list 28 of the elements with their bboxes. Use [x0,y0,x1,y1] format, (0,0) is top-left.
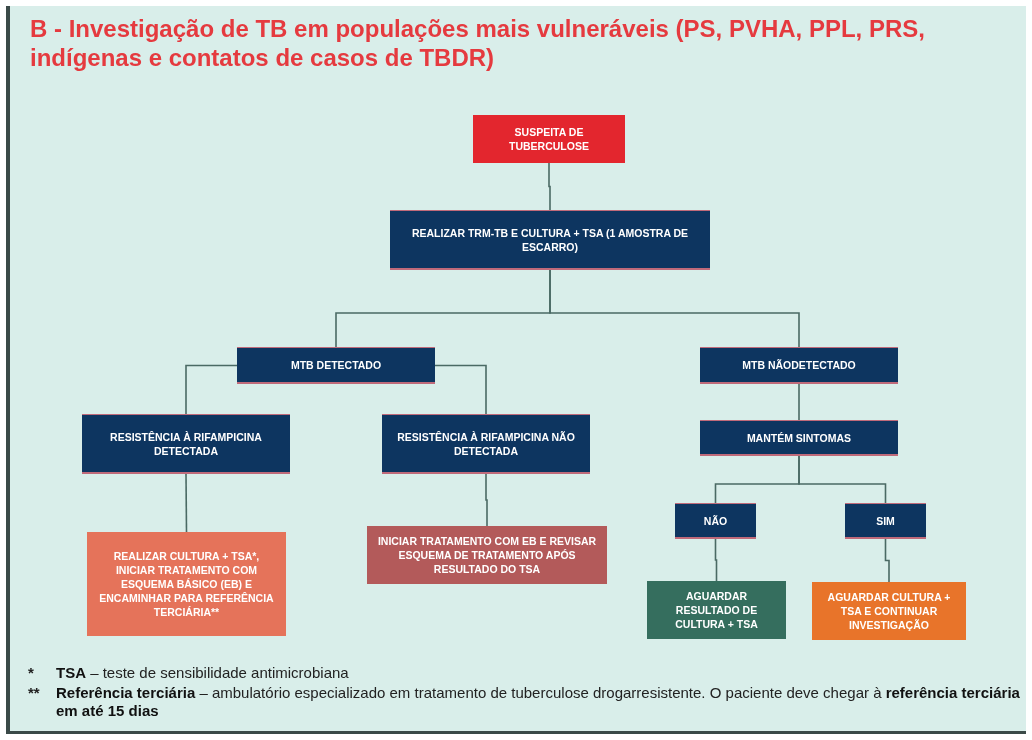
connector-line [434,364,487,415]
connector-line [714,538,718,582]
process-box: REALIZAR TRM-TB E CULTURA + TSA (1 AMOSTRA DE ESCARRO) [390,210,710,270]
footnote-marker: ** [28,684,41,702]
process-box: RESISTÊNCIA À RIFAMPICINA NÃO DETECTADA [382,414,590,474]
connector-line [485,473,488,527]
footnote: Referência terciária – ambulatório especializado em tratamento de tuberculose drogarresistente. O paciente deve chegar à referência terciária em até 15 dias [56,684,1021,720]
connector-line [185,473,188,533]
connector-line [549,269,800,348]
process-box: MANTÉM SINTOMAS [700,420,898,456]
footnote-marker: * [28,664,35,682]
action-box: AGUARDAR RESULTADO DE CULTURA + TSA [647,581,786,639]
action-box: AGUARDAR CULTURA + TSA E CONTINUAR INVESTIGAÇÃO [812,582,966,640]
process-box: NÃO [675,503,756,539]
connector-line [884,538,890,583]
connector-line [548,162,551,211]
connector-line [798,383,800,421]
process-box: SIM [845,503,926,539]
process-box: MTB NÃODETECTADO [700,347,898,384]
connector-line [798,455,887,504]
start-box: SUSPEITA DE TUBERCULOSE [473,115,625,163]
process-box: MTB DETECTADO [237,347,435,384]
connector-line [185,364,238,415]
action-box: INICIAR TRATAMENTO COM EB E REVISAR ESQUEMA DE TRATAMENTO APÓS RESULTADO DO TSA [367,526,607,584]
action-box: REALIZAR CULTURA + TSA*, INICIAR TRATAMENTO COM ESQUEMA BÁSICO (EB) E ENCAMINHAR PARA REFERÊNCIA TERCIÁRIA** [87,532,286,636]
title: B - Investigação de TB em populações mais vulneráveis (PS, PVHA, PPL, PRS, indígenas e contatos de casos de TBDR) [30,14,926,72]
footnote: TSA – teste de sensibilidade antimicrobiana [56,664,350,682]
process-box: RESISTÊNCIA À RIFAMPICINA DETECTADA [82,414,290,474]
